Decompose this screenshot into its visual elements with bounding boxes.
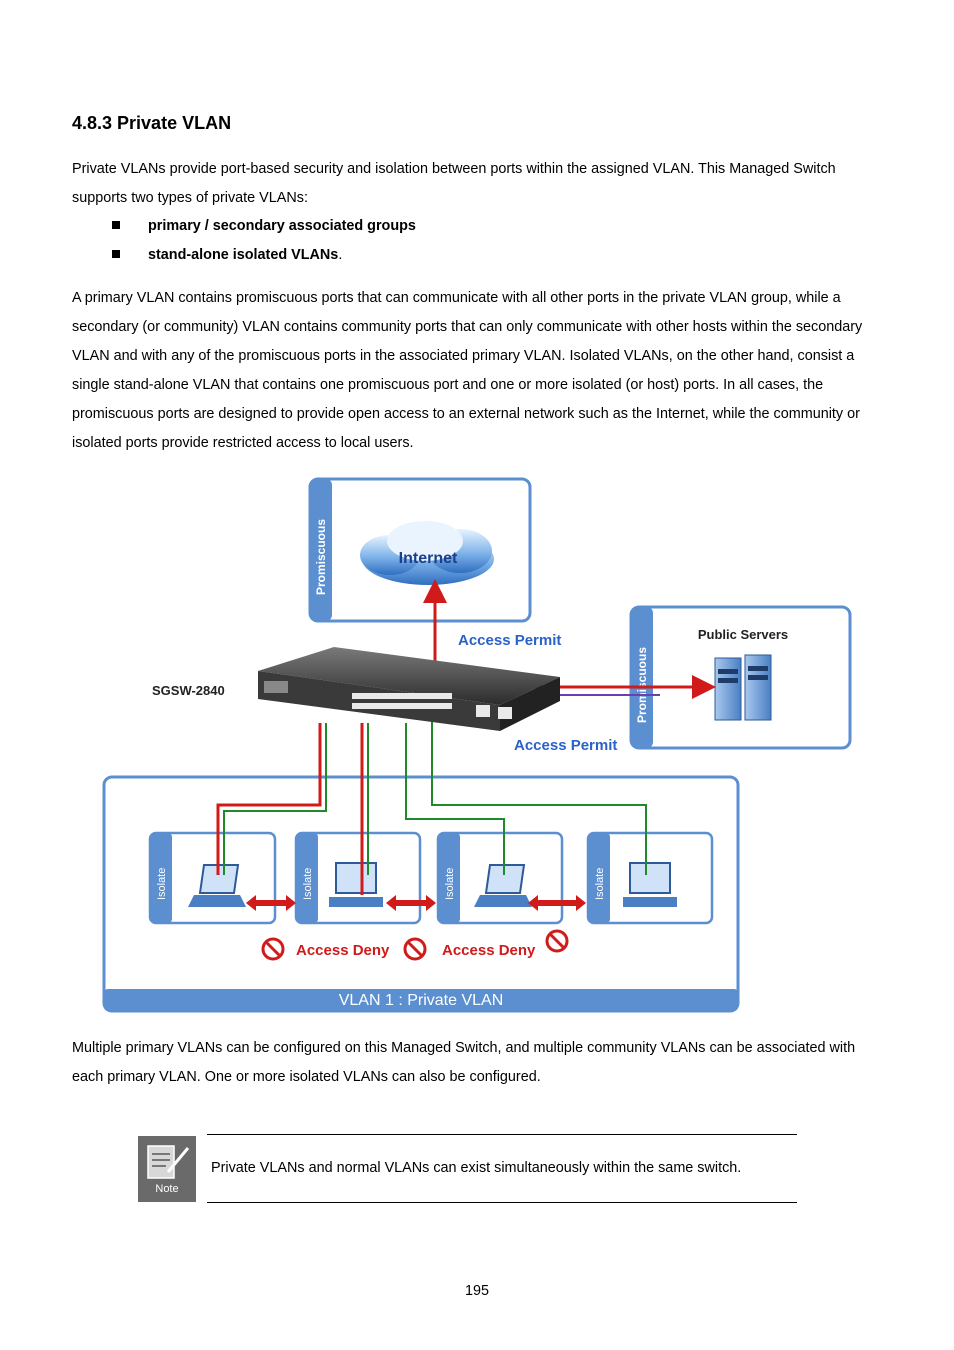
note-icon-label: Note xyxy=(155,1183,179,1195)
no-entry-icon xyxy=(545,929,569,953)
isolate-host-4: Isolate xyxy=(586,831,714,925)
access-permit-label-top: Access Permit xyxy=(458,632,561,649)
public-servers-zone: Promiscuous Public Servers xyxy=(629,605,852,750)
isolate-label: Isolate xyxy=(302,868,314,900)
note-text: Private VLANs and normal VLANs can exist… xyxy=(211,1160,742,1176)
promiscuous-label: Promiscuous xyxy=(635,647,649,723)
isolate-label: Isolate xyxy=(156,868,168,900)
isolated-connections xyxy=(223,715,647,875)
switch-model-label: SGSW-2840 xyxy=(152,683,225,698)
public-servers-label: Public Servers xyxy=(698,627,788,642)
isolate-host-2: Isolate xyxy=(294,831,422,925)
page-number: 195 xyxy=(464,1283,489,1299)
isolate-host-1: Isolate xyxy=(148,831,277,925)
promiscuous-label: Promiscuous xyxy=(314,519,328,595)
bullet-item-1: primary / secondary associated groups xyxy=(112,218,416,234)
internet-zone: Promiscuous Internet xyxy=(308,477,532,623)
vlan-label: VLAN 1 : Private VLAN xyxy=(339,992,504,1009)
desktop-computer-icon xyxy=(623,862,677,907)
access-permit-label-bottom: Access Permit xyxy=(514,737,617,754)
no-entry-icon xyxy=(403,937,427,961)
note-icon: Note xyxy=(138,1136,196,1202)
deny-arrows xyxy=(246,895,586,911)
isolate-label: Isolate xyxy=(444,868,456,900)
access-deny-label-2: Access Deny xyxy=(442,942,536,959)
note-divider-bottom xyxy=(207,1202,797,1203)
server-icon xyxy=(714,654,772,721)
bullet-square-icon xyxy=(112,221,120,229)
laptop-icon xyxy=(474,864,532,907)
switch-icon xyxy=(258,647,560,731)
no-entry-icon xyxy=(261,937,285,961)
bullet-item-2: stand-alone isolated VLANs. xyxy=(112,247,342,263)
isolate-label: Isolate xyxy=(594,868,606,900)
laptop-icon xyxy=(188,864,246,907)
note-divider-top xyxy=(207,1134,797,1135)
bullet-label: primary / secondary associated groups xyxy=(148,218,416,234)
internet-cloud-icon xyxy=(360,521,494,585)
intro-paragraph: Private VLANs provide port-based securit… xyxy=(72,161,836,206)
description-paragraph: A primary VLAN contains promiscuous port… xyxy=(72,290,863,451)
closing-paragraph: Multiple primary VLANs can be configured… xyxy=(72,1040,856,1085)
isolate-host-3: Isolate xyxy=(436,831,564,925)
private-vlan-diagram: Promiscuous Internet Promiscuous Public … xyxy=(102,477,852,1013)
internet-label: Internet xyxy=(399,550,458,567)
bullet-square-icon xyxy=(112,250,120,258)
desktop-computer-icon xyxy=(329,862,383,907)
section-title: 4.8.3 Private VLAN xyxy=(72,113,232,133)
access-deny-label-1: Access Deny xyxy=(296,942,390,959)
bullet-label: stand-alone isolated VLANs xyxy=(148,247,339,263)
